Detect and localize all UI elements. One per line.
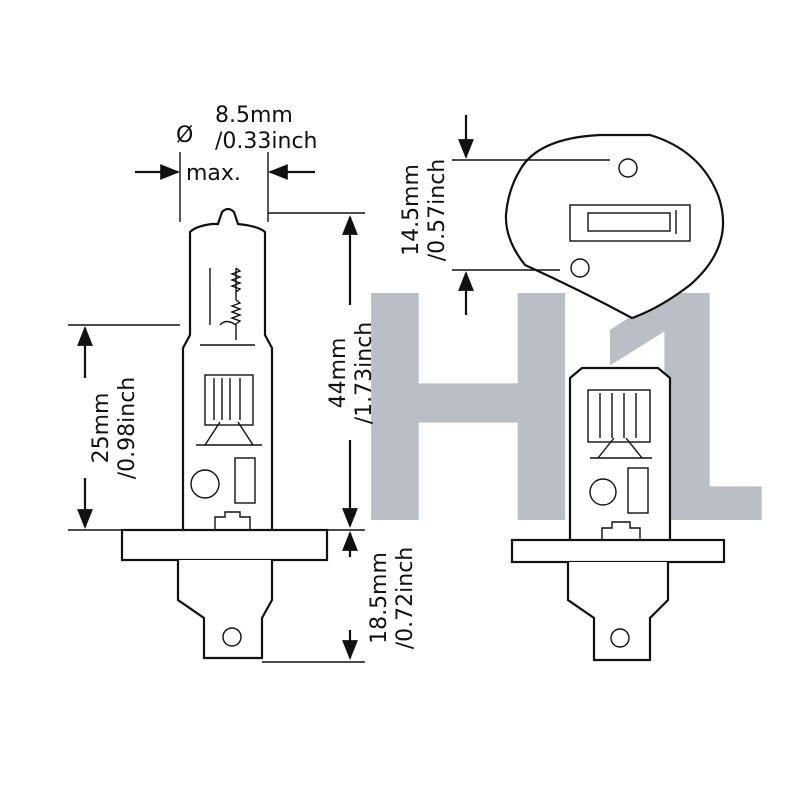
right-bulb-shield-lines	[599, 393, 637, 438]
center-height-inch: /0.98inch	[115, 377, 140, 480]
left-bulb-glass	[181, 207, 274, 530]
right-bulb-terminal-hole	[610, 628, 630, 648]
left-bulb-shield	[204, 374, 254, 426]
flange-offset-label: 14.5mm /0.57inch	[399, 159, 450, 262]
right-bulb-supports	[590, 437, 652, 459]
flange-hole-bottom	[570, 258, 590, 278]
base-height-label: 18.5mm /0.72inch	[367, 547, 418, 650]
total-height-label: 44mm /1.73inch	[326, 322, 377, 425]
right-bulb-round-contact	[589, 478, 617, 506]
base-height-inch: /0.72inch	[393, 547, 418, 650]
diameter-max: max.	[186, 161, 241, 186]
center-height-dimension	[68, 324, 180, 531]
left-bulb	[120, 207, 329, 660]
flange-slot-outer	[569, 204, 691, 242]
left-bulb-flange	[120, 528, 329, 562]
diameter-mm: 8.5mm	[215, 103, 293, 128]
flange-slot-inner	[587, 212, 671, 232]
diameter-inch: /0.33inch	[215, 129, 318, 154]
flange-offset-inch: /0.57inch	[425, 159, 450, 262]
center-height-mm: 25mm	[89, 393, 114, 464]
diameter-label: Ø 8.5mm /0.33inch max.	[176, 103, 318, 186]
left-bulb-base	[176, 560, 274, 660]
right-bulb-shield	[587, 389, 651, 443]
total-height-inch: /1.73inch	[352, 322, 377, 425]
base-height-mm: 18.5mm	[367, 552, 392, 644]
base-height-dimension	[262, 531, 365, 663]
left-bulb-shield-lines	[213, 378, 241, 420]
right-bulb-housing	[568, 366, 672, 540]
right-bulb-square-contact	[627, 467, 649, 514]
flange-outline	[504, 133, 725, 320]
left-bulb-filament	[209, 267, 242, 340]
total-height-dimension	[268, 212, 365, 531]
diameter-dimension	[135, 152, 315, 222]
left-bulb-clip	[214, 511, 251, 530]
right-bulb	[510, 366, 726, 662]
left-bulb-terminal-hole	[222, 627, 242, 647]
total-height-mm: 44mm	[326, 338, 351, 409]
right-bulb-clip	[601, 521, 641, 540]
left-bulb-square-contact	[234, 457, 256, 504]
diameter-symbol: Ø	[176, 123, 193, 148]
flange-top-view	[504, 133, 725, 320]
left-bulb-supports	[196, 421, 262, 446]
right-bulb-flange	[510, 538, 726, 564]
flange-hole-top	[618, 158, 638, 178]
left-bulb-round-contact	[190, 469, 220, 499]
flange-offset-mm: 14.5mm	[399, 164, 424, 256]
right-bulb-base	[566, 562, 670, 662]
flange-offset-dimension	[452, 115, 610, 315]
center-height-label: 25mm /0.98inch	[89, 377, 140, 480]
